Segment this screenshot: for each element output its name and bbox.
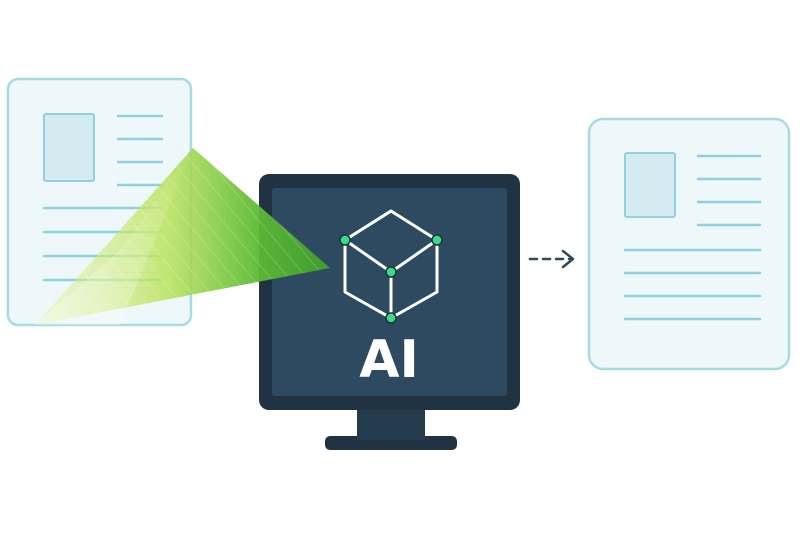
network-node [385,312,397,324]
dashed-arrow-right-icon [528,249,575,269]
ai-label: AI [359,330,419,390]
network-node [385,266,397,278]
network-node [339,234,351,246]
output-document-text-lines [623,154,762,321]
output-document-photo [624,152,676,218]
network-node [431,234,443,246]
output-document [587,117,791,371]
ai-monitor: AI [259,174,520,450]
source-document-photo [43,113,95,182]
scan-beam [35,148,330,325]
cube-network-nodes [339,234,443,324]
